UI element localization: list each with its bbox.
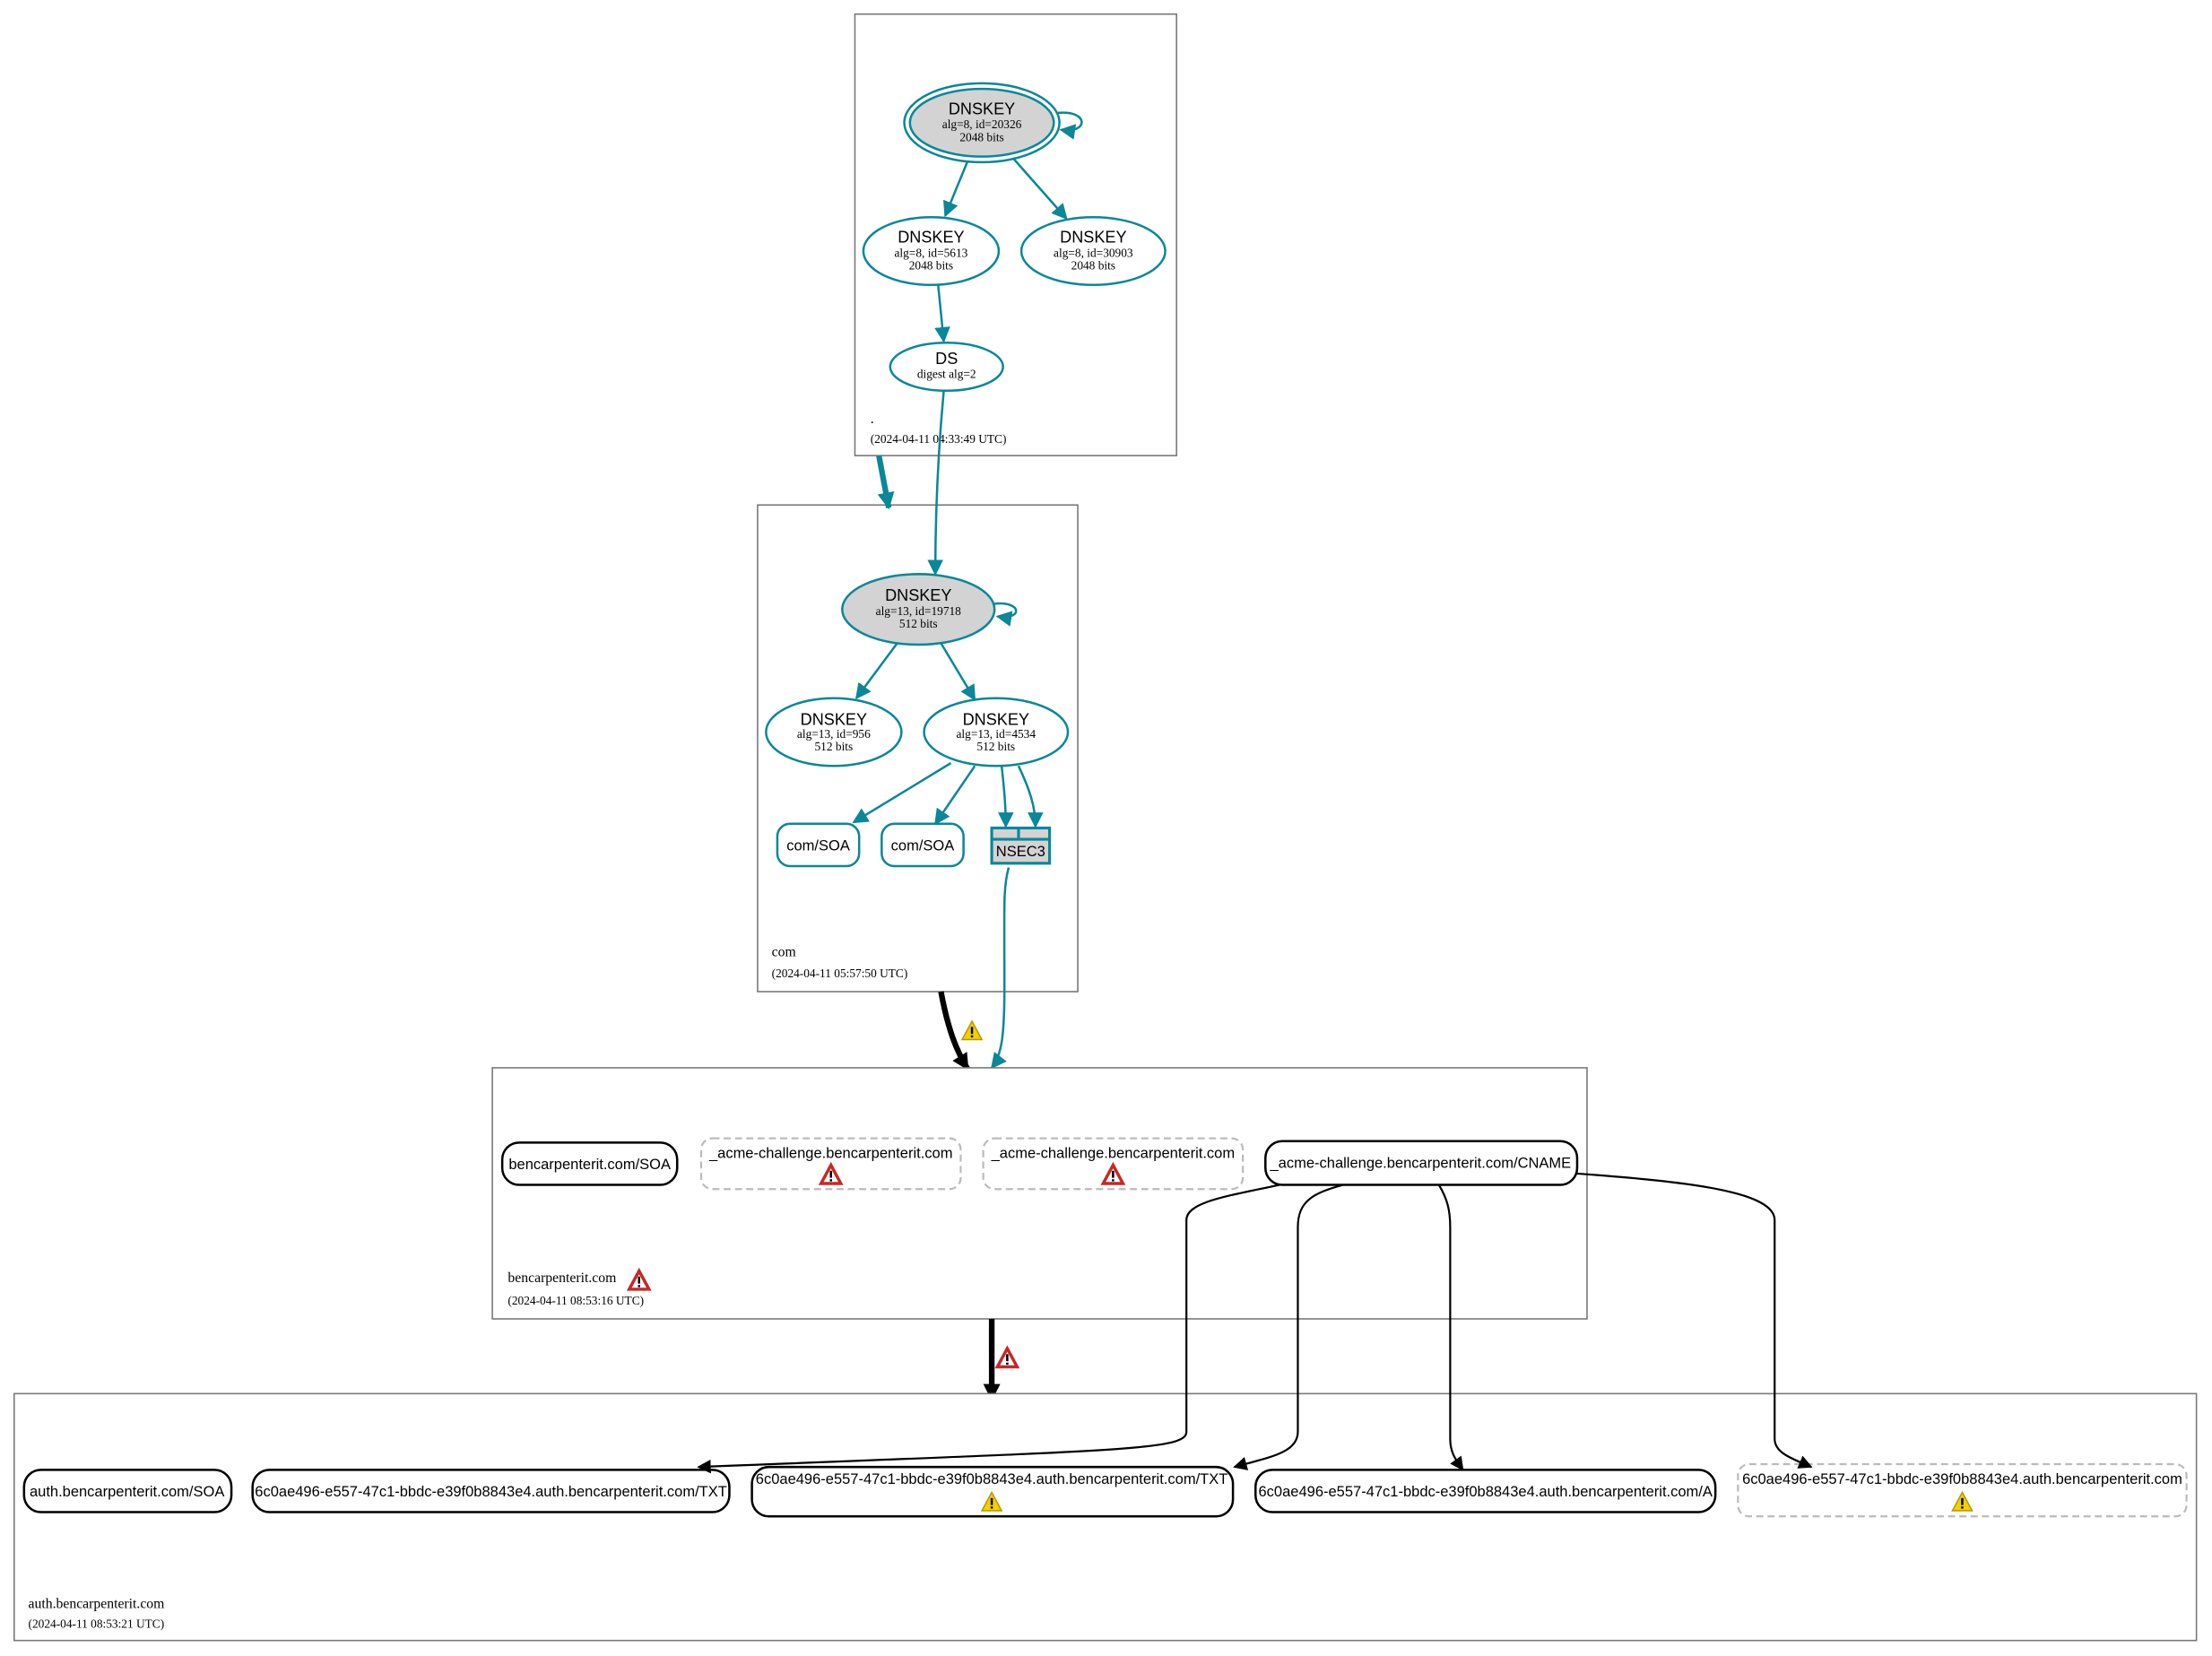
- zone-name: com: [772, 945, 796, 960]
- zone-bencarpenterit: bencarpenterit.com/SOA _acme-challenge.b…: [491, 1067, 1588, 1320]
- ben-acme-nx-node-1[interactable]: _acme-challenge.bencarpenterit.com: [699, 1137, 962, 1191]
- ds-to-dnskey-edge: [927, 390, 945, 577]
- node-detail: 512 bits: [899, 617, 938, 630]
- edge: [1011, 157, 1068, 221]
- delegation-edge-com-ben: [938, 991, 971, 1071]
- node-detail: alg=8, id=30903: [1054, 246, 1133, 259]
- self-sign-edge: [994, 602, 1018, 627]
- zone-name: auth.bencarpenterit.com: [29, 1597, 165, 1612]
- node-label: 6c0ae496-e557-47c1-bbdc-e39f0b8843e4.aut…: [1259, 1484, 1713, 1500]
- node-label: NSEC3: [996, 844, 1045, 860]
- edge: [940, 642, 976, 701]
- zone-timestamp: (2024-04-11 05:57:50 UTC): [772, 967, 908, 980]
- node-detail: 2048 bits: [1071, 258, 1115, 272]
- ben-soa-node[interactable]: bencarpenterit.com/SOA: [500, 1141, 679, 1186]
- zone-name: .: [871, 412, 874, 427]
- auth-txt-node-1[interactable]: 6c0ae496-e557-47c1-bbdc-e39f0b8843e4.aut…: [251, 1469, 731, 1513]
- node-label: _acme-challenge.bencarpenterit.com: [991, 1146, 1235, 1162]
- delegation-edge-root-com: [876, 455, 895, 510]
- warning-icon[interactable]: [961, 1020, 983, 1041]
- node-detail: 2048 bits: [909, 258, 953, 272]
- edge: [854, 642, 898, 700]
- node-type: DNSKEY: [963, 711, 1029, 729]
- zone-timestamp: (2024-04-11 08:53:16 UTC): [507, 1294, 644, 1307]
- com-ksk-node[interactable]: DNSKEY alg=13, id=19718 512 bits: [841, 573, 996, 646]
- node-label: bencarpenterit.com/SOA: [508, 1157, 671, 1173]
- node-label: 6c0ae496-e557-47c1-bbdc-e39f0b8843e4.aut…: [255, 1484, 727, 1500]
- zone-name: bencarpenterit.com: [507, 1270, 616, 1286]
- node-label: 6c0ae496-e557-47c1-bbdc-e39f0b8843e4.aut…: [1742, 1471, 2182, 1487]
- edge: [852, 762, 952, 824]
- node-type: DNSKEY: [885, 586, 951, 604]
- self-sign-edge: [1057, 111, 1083, 140]
- com-soa-node-1[interactable]: com/SOA: [776, 822, 861, 868]
- zone-auth: auth.bencarpenterit.com/SOA 6c0ae496-e55…: [13, 1392, 2198, 1642]
- root-ksk-node[interactable]: DNSKEY alg=8, id=20326 2048 bits: [903, 82, 1061, 164]
- edge: [934, 765, 976, 826]
- node-type: DNSKEY: [949, 100, 1015, 117]
- com-zsk1-node[interactable]: DNSKEY alg=13, id=956 512 bits: [765, 697, 903, 767]
- node-detail: digest alg=2: [917, 368, 976, 381]
- node-label: auth.bencarpenterit.com/SOA: [30, 1484, 224, 1500]
- node-type: DNSKEY: [898, 229, 964, 247]
- zone-root: DNSKEY alg=8, id=20326 2048 bits DNSKEY …: [854, 13, 1177, 456]
- node-type: DNSKEY: [1060, 229, 1126, 247]
- auth-txt-node-2[interactable]: 6c0ae496-e557-47c1-bbdc-e39f0b8843e4.aut…: [750, 1465, 1235, 1518]
- node-label: com/SOA: [891, 838, 955, 854]
- edge: [934, 284, 950, 343]
- ben-cname-node[interactable]: _acme-challenge.bencarpenterit.com/CNAME: [1264, 1140, 1579, 1186]
- node-detail: 512 bits: [815, 740, 854, 753]
- cname-edge: [1576, 1172, 1813, 1469]
- ben-acme-nx-node-2[interactable]: _acme-challenge.bencarpenterit.com: [982, 1137, 1245, 1191]
- error-icon[interactable]: [995, 1347, 1019, 1369]
- auth-nx-node[interactable]: 6c0ae496-e557-47c1-bbdc-e39f0b8843e4.aut…: [1737, 1462, 2188, 1518]
- node-detail: alg=13, id=956: [797, 727, 871, 741]
- edge: [997, 766, 1014, 828]
- node-label: _acme-challenge.bencarpenterit.com: [708, 1146, 953, 1162]
- edge: [943, 160, 969, 218]
- root-ds-node[interactable]: DS digest alg=2: [889, 342, 1004, 393]
- node-detail: 512 bits: [976, 740, 1015, 753]
- auth-soa-node[interactable]: auth.bencarpenterit.com/SOA: [22, 1469, 233, 1513]
- cname-edge: [697, 1183, 1280, 1474]
- auth-a-node[interactable]: 6c0ae496-e557-47c1-bbdc-e39f0b8843e4.aut…: [1254, 1469, 1717, 1513]
- root-zsk2-node[interactable]: DNSKEY alg=8, id=30903 2048 bits: [1019, 216, 1167, 287]
- com-soa-node-2[interactable]: com/SOA: [880, 822, 965, 868]
- edge: [1017, 765, 1044, 828]
- zone-timestamp: (2024-04-11 08:53:21 UTC): [29, 1617, 165, 1631]
- zone-ben-box: [491, 1067, 1588, 1320]
- node-label: _acme-challenge.bencarpenterit.com/CNAME: [1270, 1156, 1572, 1172]
- com-nsec3-node[interactable]: NSEC3: [990, 826, 1052, 865]
- com-zsk2-node[interactable]: DNSKEY alg=13, id=4534 512 bits: [923, 697, 1070, 767]
- node-type: DS: [935, 350, 958, 368]
- node-type: DNSKEY: [801, 711, 867, 729]
- node-detail: alg=13, id=4534: [957, 727, 1037, 741]
- node-label: 6c0ae496-e557-47c1-bbdc-e39f0b8843e4.aut…: [756, 1471, 1228, 1487]
- root-zsk1-node[interactable]: DNSKEY alg=8, id=5613 2048 bits: [862, 216, 1001, 287]
- node-detail: alg=8, id=5613: [894, 246, 967, 259]
- zone-timestamp: (2024-04-11 04:33:49 UTC): [871, 432, 1007, 446]
- zone-com: DNSKEY alg=13, id=19718 512 bits DNSKEY …: [757, 504, 1079, 993]
- node-detail: alg=8, id=20326: [942, 117, 1022, 131]
- node-label: com/SOA: [786, 838, 850, 854]
- node-detail: 2048 bits: [959, 130, 1003, 143]
- cname-edge: [1437, 1183, 1464, 1471]
- node-detail: alg=13, id=19718: [876, 604, 962, 618]
- nsec3-proof-edge: [990, 867, 1011, 1070]
- cname-edge: [1233, 1183, 1344, 1470]
